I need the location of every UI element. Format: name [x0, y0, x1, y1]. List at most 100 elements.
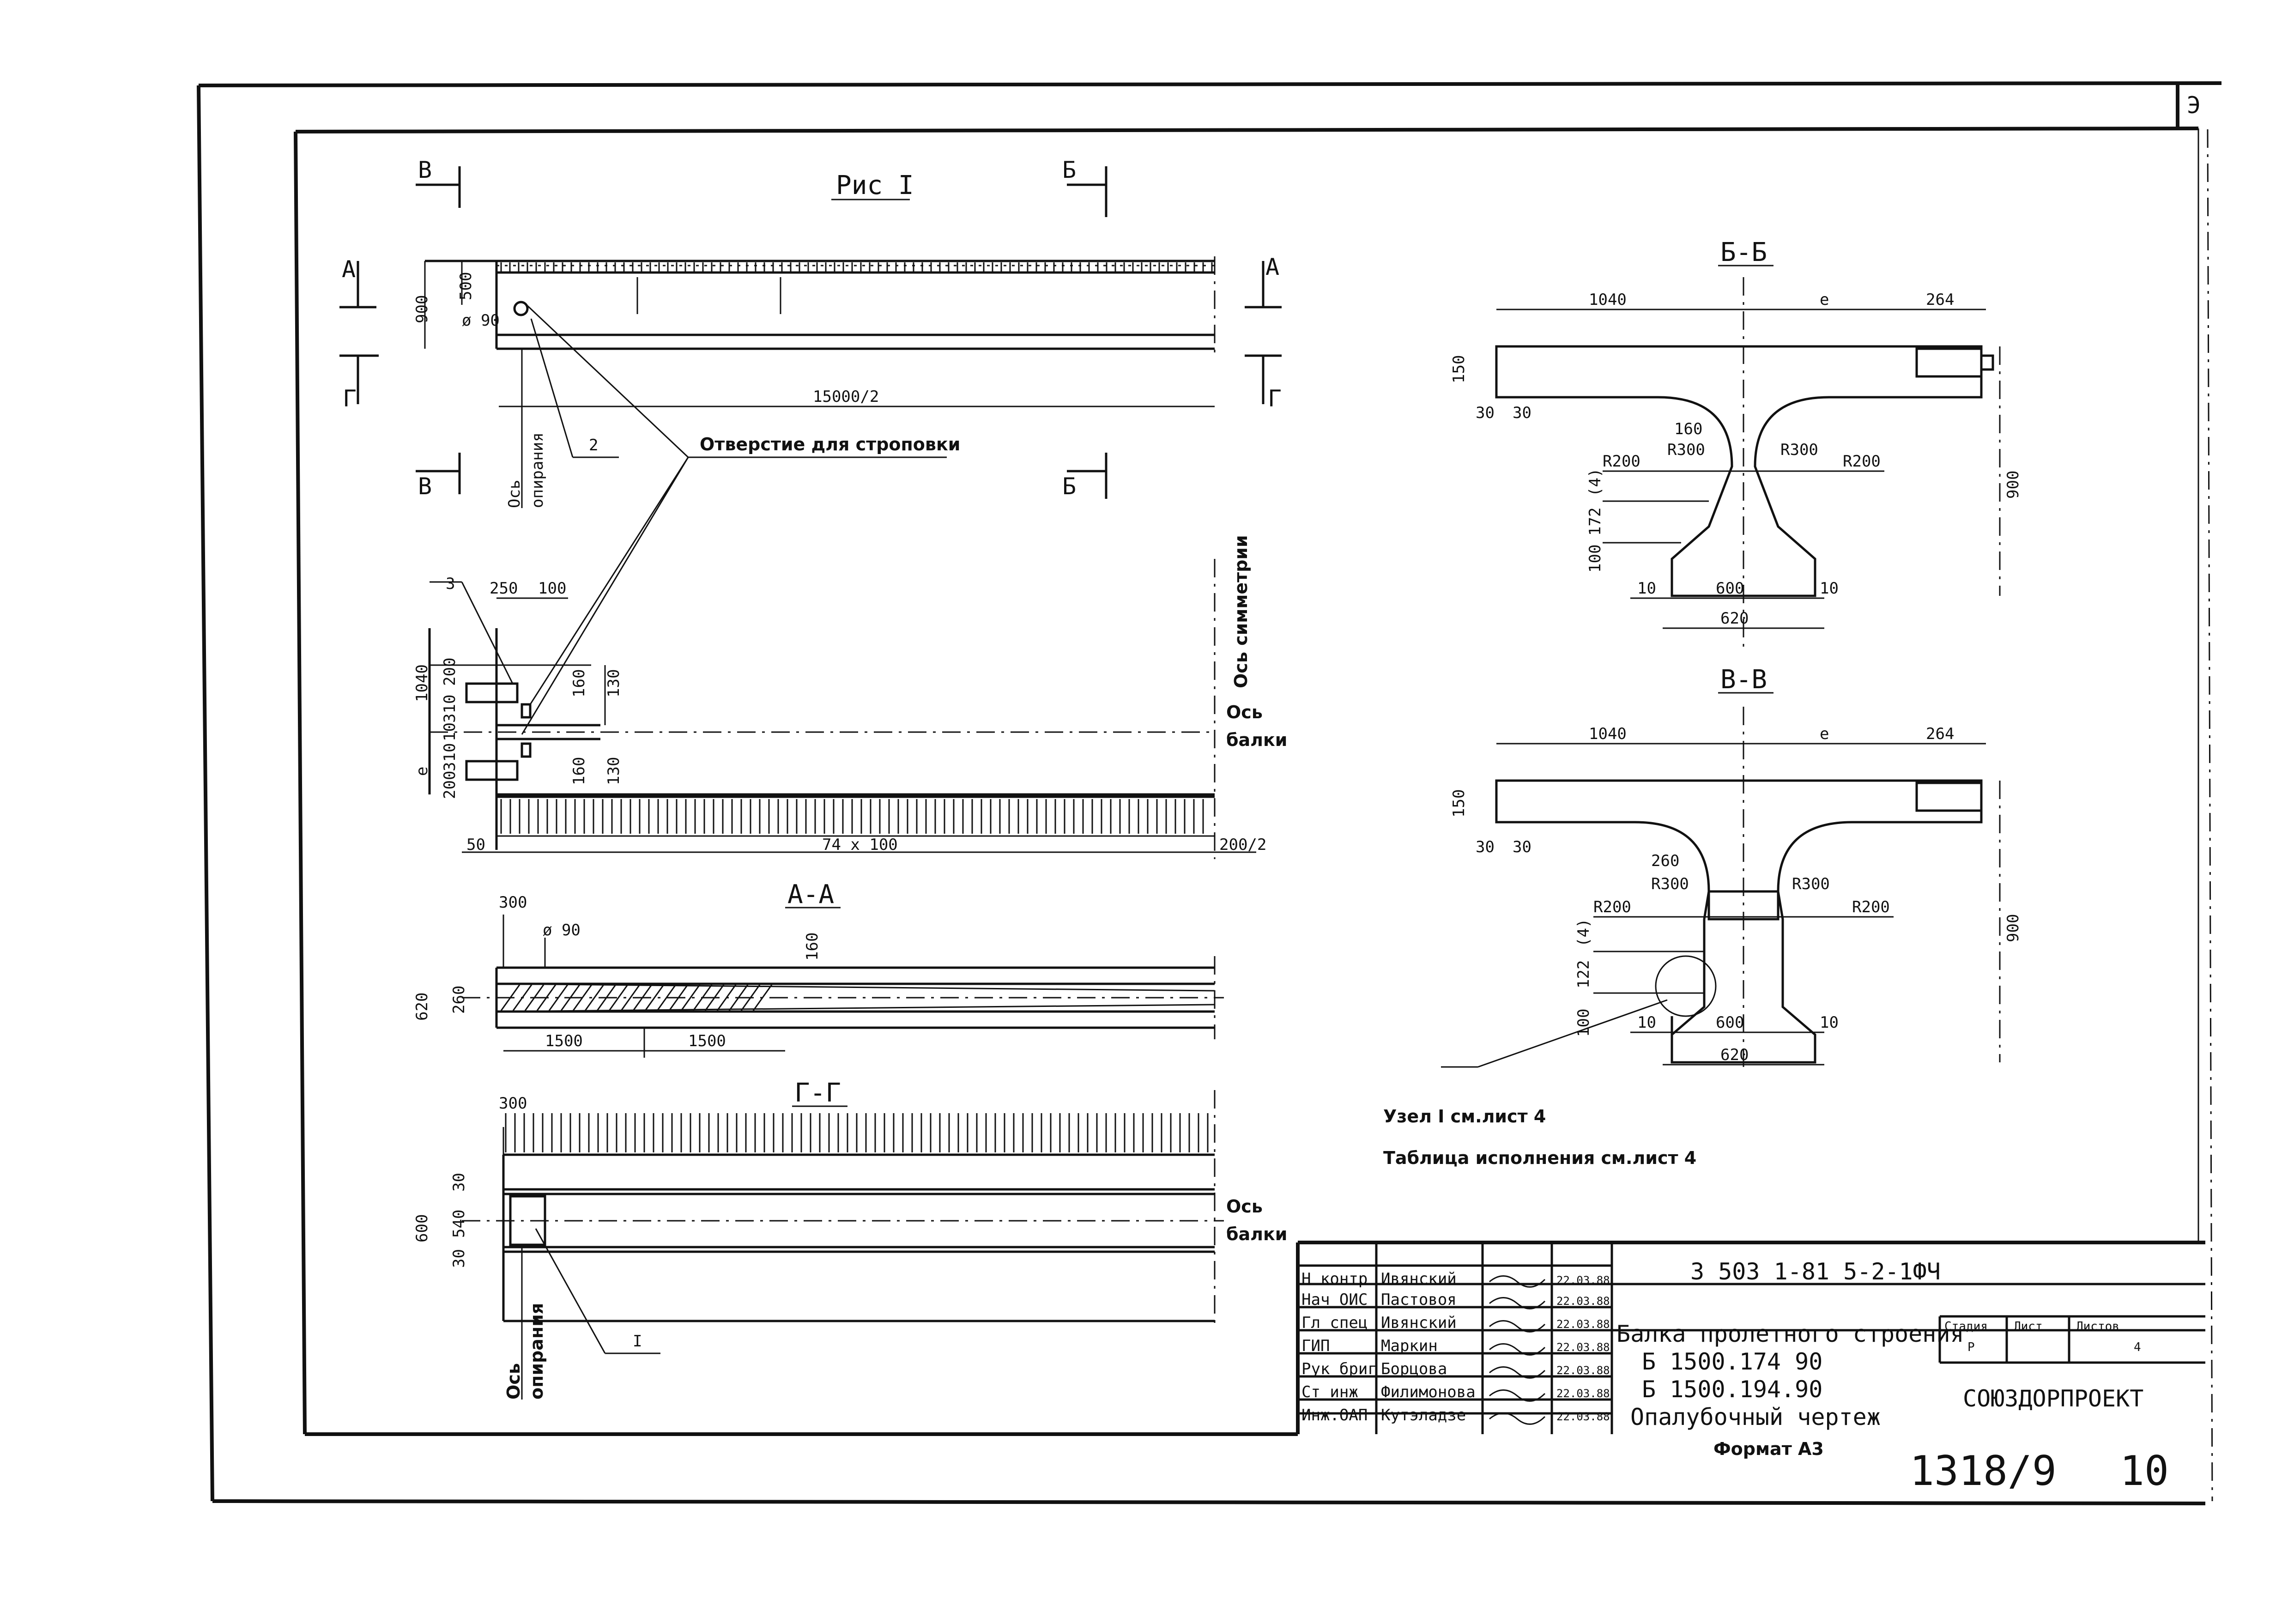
r200-vv-b: R200: [1852, 898, 1890, 916]
axis-support-gg-2: опирания: [527, 1303, 547, 1400]
aa-hatch: [572, 984, 593, 1011]
dim-10-vv-b: 10: [1820, 1013, 1839, 1032]
beam-plan: 3 250 100 1040 200 310 10 e 310 200 160 …: [413, 535, 1287, 859]
cut-mark-a-right: А: [1265, 254, 1279, 280]
aa-hatch: [692, 984, 713, 1011]
section-gg: Г-Г 300 600 540 30 30 Ось балки Ось опир…: [413, 1078, 1287, 1400]
axis-beam-label-2: балки: [1226, 730, 1287, 750]
dim-100-vv: 100: [1574, 1009, 1593, 1037]
dim-122-vv: 122: [1574, 960, 1593, 988]
dim-30-vv-a: 30: [1476, 838, 1495, 856]
stage-value: Р: [1967, 1340, 1975, 1354]
dim-1040: 1040: [413, 664, 431, 702]
sheet-number: 10: [2120, 1447, 2169, 1495]
dim-14-bb: (4): [1586, 468, 1604, 497]
aa-hatch: [680, 984, 701, 1011]
aa-hatch: [560, 984, 581, 1011]
row-date: 22.03.88: [1556, 1387, 1610, 1400]
row-date: 22.03.88: [1556, 1341, 1610, 1354]
section-vv: В-В 1040 e 264 150 30 30 260 R300 R300 R…: [1441, 665, 2022, 1072]
aa-hatch: [500, 984, 521, 1011]
dim-150-vv: 150: [1450, 789, 1468, 818]
dim-1500-aa-b: 1500: [688, 1032, 726, 1050]
section-cut-marks: В В Б Б А А Г Г: [339, 157, 1282, 500]
doc-title-line-2: Б 1500.174 90: [1642, 1348, 1822, 1375]
sheet-footer: Формат А3 1318/9 10: [1713, 1439, 2169, 1495]
row-name: Борцова: [1381, 1360, 1447, 1378]
dim-200-bottom: 200: [441, 771, 459, 799]
beam-elevation: 500 900 ø 90 15000/2 Ось опирания 2 Отве…: [413, 256, 1216, 735]
row-role: Инж.ОАП: [1301, 1406, 1368, 1424]
doc-title-line-4: Опалубочный чертеж: [1630, 1404, 1881, 1430]
aa-hatch: [536, 984, 557, 1011]
r300-bb-a: R300: [1667, 441, 1705, 459]
note-table: Таблица исполнения см.лист 4: [1383, 1148, 1696, 1168]
dim-50: 50: [466, 836, 485, 854]
doc-code: 3 503 1-81 5-2-1ФЧ: [1690, 1258, 1941, 1285]
row-role: Нач ОИС: [1301, 1291, 1368, 1309]
dim-d90: ø 90: [462, 311, 500, 330]
dim-d90-aa: ø 90: [543, 921, 581, 939]
dim-300-gg: 300: [499, 1094, 527, 1113]
dim-130-top: 130: [605, 669, 623, 697]
format-label: Формат А3: [1713, 1439, 1824, 1459]
dim-1040-bb: 1040: [1589, 291, 1627, 309]
r300-vv-a: R300: [1651, 875, 1689, 893]
axis-beam-gg-1: Ось: [1226, 1196, 1263, 1217]
signature-marks: [1489, 1275, 1546, 1425]
dim-600-vv: 600: [1716, 1013, 1744, 1032]
dim-100-bb: 100: [1586, 545, 1604, 573]
row-date: 22.03.88: [1556, 1295, 1610, 1308]
sheet-code: 1318/9: [1910, 1447, 2057, 1495]
cut-mark-v-top: В: [418, 157, 432, 183]
dim-620-vv: 620: [1720, 1046, 1749, 1064]
aa-hatch: [548, 984, 569, 1011]
dim-e: e: [413, 767, 431, 776]
dim-260-vv: 260: [1651, 852, 1679, 870]
title-block-rows: Н контр Ивянский 22.03.88 Нач ОИС Пастов…: [1301, 1270, 1610, 1424]
dim-620-bb: 620: [1720, 609, 1749, 628]
row-name: Пастовоя: [1381, 1291, 1457, 1309]
row-name: Маркин: [1381, 1337, 1438, 1355]
notes: Узел I см.лист 4 Таблица исполнения см.л…: [1383, 1106, 1696, 1168]
dim-172-bb: 172: [1586, 508, 1604, 536]
aa-hatch: [608, 984, 629, 1011]
aa-hatch: [596, 984, 617, 1011]
cut-mark-a-left: А: [342, 256, 356, 283]
row-name: Филимонова: [1381, 1383, 1476, 1401]
dim-600-gg: 600: [413, 1214, 431, 1242]
aa-hatch: [656, 984, 677, 1011]
dim-10-top: 10: [441, 722, 459, 741]
section-vv-outline: [1495, 779, 1983, 1064]
aa-hatch: [740, 984, 761, 1011]
row-date: 22.03.88: [1556, 1410, 1610, 1423]
r200-bb-a: R200: [1603, 452, 1640, 471]
axis-support-label-2: опирания: [528, 432, 547, 508]
sheet-frame: Э: [197, 81, 2222, 1505]
section-bb-title: Б-Б: [1720, 237, 1767, 267]
cut-mark-g-right: Г: [1268, 385, 1282, 412]
dim-150-bb: 150: [1450, 355, 1468, 383]
dim-540-gg: 540: [450, 1210, 468, 1238]
section-gg-title: Г-Г: [794, 1078, 841, 1108]
sheets-value: 4: [2134, 1340, 2141, 1354]
row-name: Ивянский: [1381, 1270, 1457, 1288]
org-name: СОЮЗДОРПРОЕКТ: [1963, 1385, 2143, 1412]
dim-900-vv: 900: [2004, 914, 2022, 942]
dim-300-aa: 300: [499, 893, 527, 912]
dim-30-vv-b: 30: [1513, 838, 1531, 856]
dim-1500-aa-a: 1500: [545, 1032, 583, 1050]
dim-10-vv-a: 10: [1637, 1013, 1656, 1032]
figure-title: Рис I: [836, 170, 914, 200]
aa-hatch: [644, 984, 665, 1011]
section-aa: А-А 300 ø 90 160 620 260 1500 1500: [413, 879, 1224, 1058]
corner-number: Э: [2187, 92, 2201, 119]
callout-2: 2: [589, 436, 598, 454]
axis-support-gg-1: Ось: [503, 1363, 524, 1400]
dim-310-bottom: 310: [441, 743, 459, 771]
dim-200-2: 200/2: [1219, 836, 1266, 854]
dim-14-vv: (4): [1574, 919, 1593, 947]
aa-hatch: [728, 984, 749, 1011]
row-name: Ивянский: [1381, 1314, 1457, 1332]
section-bb: Б-Б 1040 e 264 150 30 30 160 R300 R300 R…: [1450, 237, 2022, 647]
